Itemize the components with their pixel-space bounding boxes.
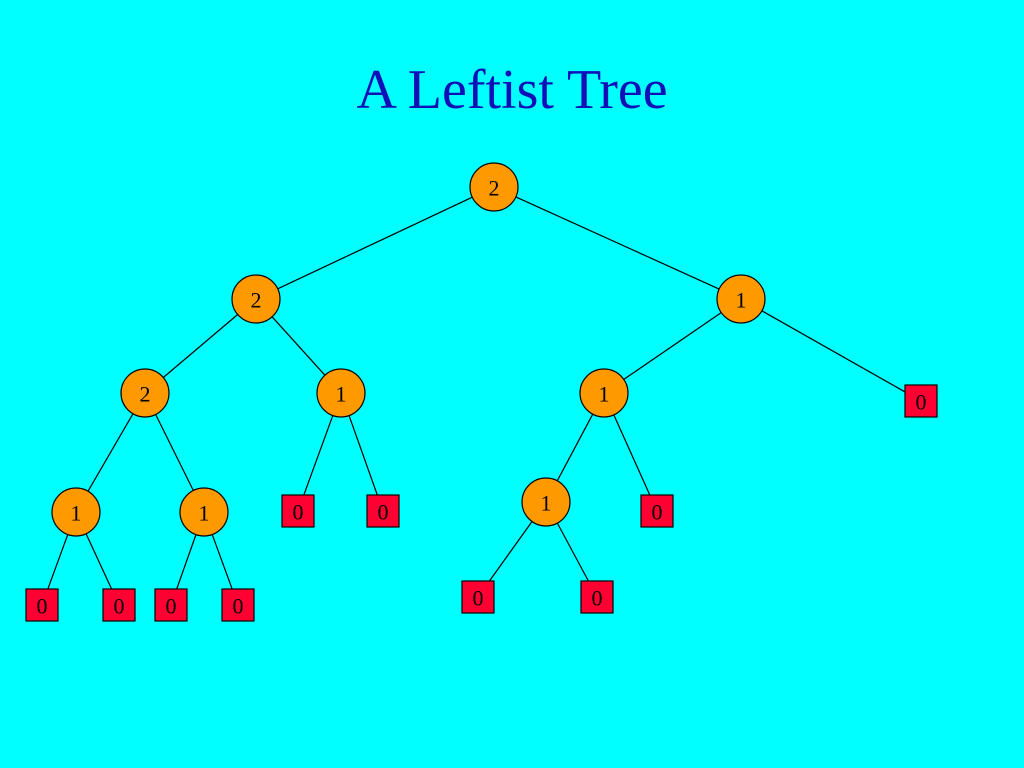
tree-node-external: 0 — [580, 580, 614, 614]
tree-node-external: 0 — [102, 588, 136, 622]
tree-node-external: 0 — [461, 580, 495, 614]
tree-node-external: 0 — [281, 494, 315, 528]
external-node-square — [580, 580, 614, 614]
external-node-square — [366, 494, 400, 528]
node-label: 0 — [652, 500, 663, 525]
tree-edge — [303, 415, 334, 496]
tree-node-internal: 1 — [179, 487, 229, 537]
node-label: 2 — [251, 288, 262, 313]
internal-node-circle — [316, 368, 366, 418]
node-label: 2 — [489, 176, 500, 201]
node-label: 1 — [599, 382, 610, 407]
tree-edge — [155, 414, 194, 491]
external-node-square — [102, 588, 136, 622]
node-label: 1 — [541, 491, 552, 516]
external-node-square — [281, 494, 315, 528]
tree-node-external: 0 — [640, 494, 674, 528]
internal-node-circle — [579, 368, 629, 418]
internal-node-circle — [521, 477, 571, 527]
tree-edge — [47, 534, 69, 590]
internal-node-circle — [231, 274, 281, 324]
node-label: 0 — [378, 500, 389, 525]
node-label: 0 — [37, 594, 48, 619]
external-node-square — [640, 494, 674, 528]
slide-title: A Leftist Tree — [356, 59, 668, 121]
node-label: 0 — [916, 390, 927, 415]
external-node-square — [221, 588, 255, 622]
node-label: 1 — [199, 501, 210, 526]
node-label: 1 — [336, 382, 347, 407]
tree-edge — [556, 522, 589, 582]
external-node-square — [154, 588, 188, 622]
tree-edge — [613, 414, 651, 496]
internal-node-circle — [469, 162, 519, 212]
node-label: 0 — [592, 586, 603, 611]
tree-edge — [211, 534, 233, 590]
tree-edge — [623, 312, 722, 380]
tree-edge — [277, 196, 473, 290]
internal-node-circle — [716, 274, 766, 324]
internal-node-circle — [51, 487, 101, 537]
node-label: 1 — [71, 501, 82, 526]
tree-edge — [162, 314, 239, 378]
tree-node-external: 0 — [366, 494, 400, 528]
node-label: 0 — [114, 594, 125, 619]
tree-node-external: 0 — [25, 588, 59, 622]
node-label: 2 — [140, 382, 151, 407]
tree-node-internal: 1 — [716, 274, 766, 324]
tree-edge — [488, 521, 533, 582]
internal-node-circle — [179, 487, 229, 537]
tree-edge — [85, 533, 113, 590]
tree-edge — [515, 196, 720, 290]
tree-edge — [87, 413, 134, 492]
tree-node-internal: 1 — [579, 368, 629, 418]
node-label: 0 — [233, 594, 244, 619]
tree-node-internal: 1 — [51, 487, 101, 537]
tree-node-internal: 2 — [469, 162, 519, 212]
tree-node-internal: 1 — [316, 368, 366, 418]
tree-node-internal: 2 — [231, 274, 281, 324]
tree-node-external: 0 — [154, 588, 188, 622]
internal-node-circle — [120, 368, 170, 418]
external-node-square — [461, 580, 495, 614]
node-label: 0 — [473, 586, 484, 611]
tree-node-internal: 2 — [120, 368, 170, 418]
external-node-square — [25, 588, 59, 622]
tree-edge — [271, 316, 326, 376]
node-label: 1 — [736, 288, 747, 313]
tree-node-external: 0 — [221, 588, 255, 622]
tree-node-internal: 1 — [521, 477, 571, 527]
tree-edge — [348, 415, 378, 496]
tree-edge — [176, 534, 197, 590]
tree-edge — [556, 413, 594, 482]
node-label: 0 — [166, 594, 177, 619]
tree-node-external: 0 — [904, 384, 938, 418]
tree-edge — [761, 310, 906, 393]
external-node-square — [904, 384, 938, 418]
node-label: 0 — [293, 500, 304, 525]
